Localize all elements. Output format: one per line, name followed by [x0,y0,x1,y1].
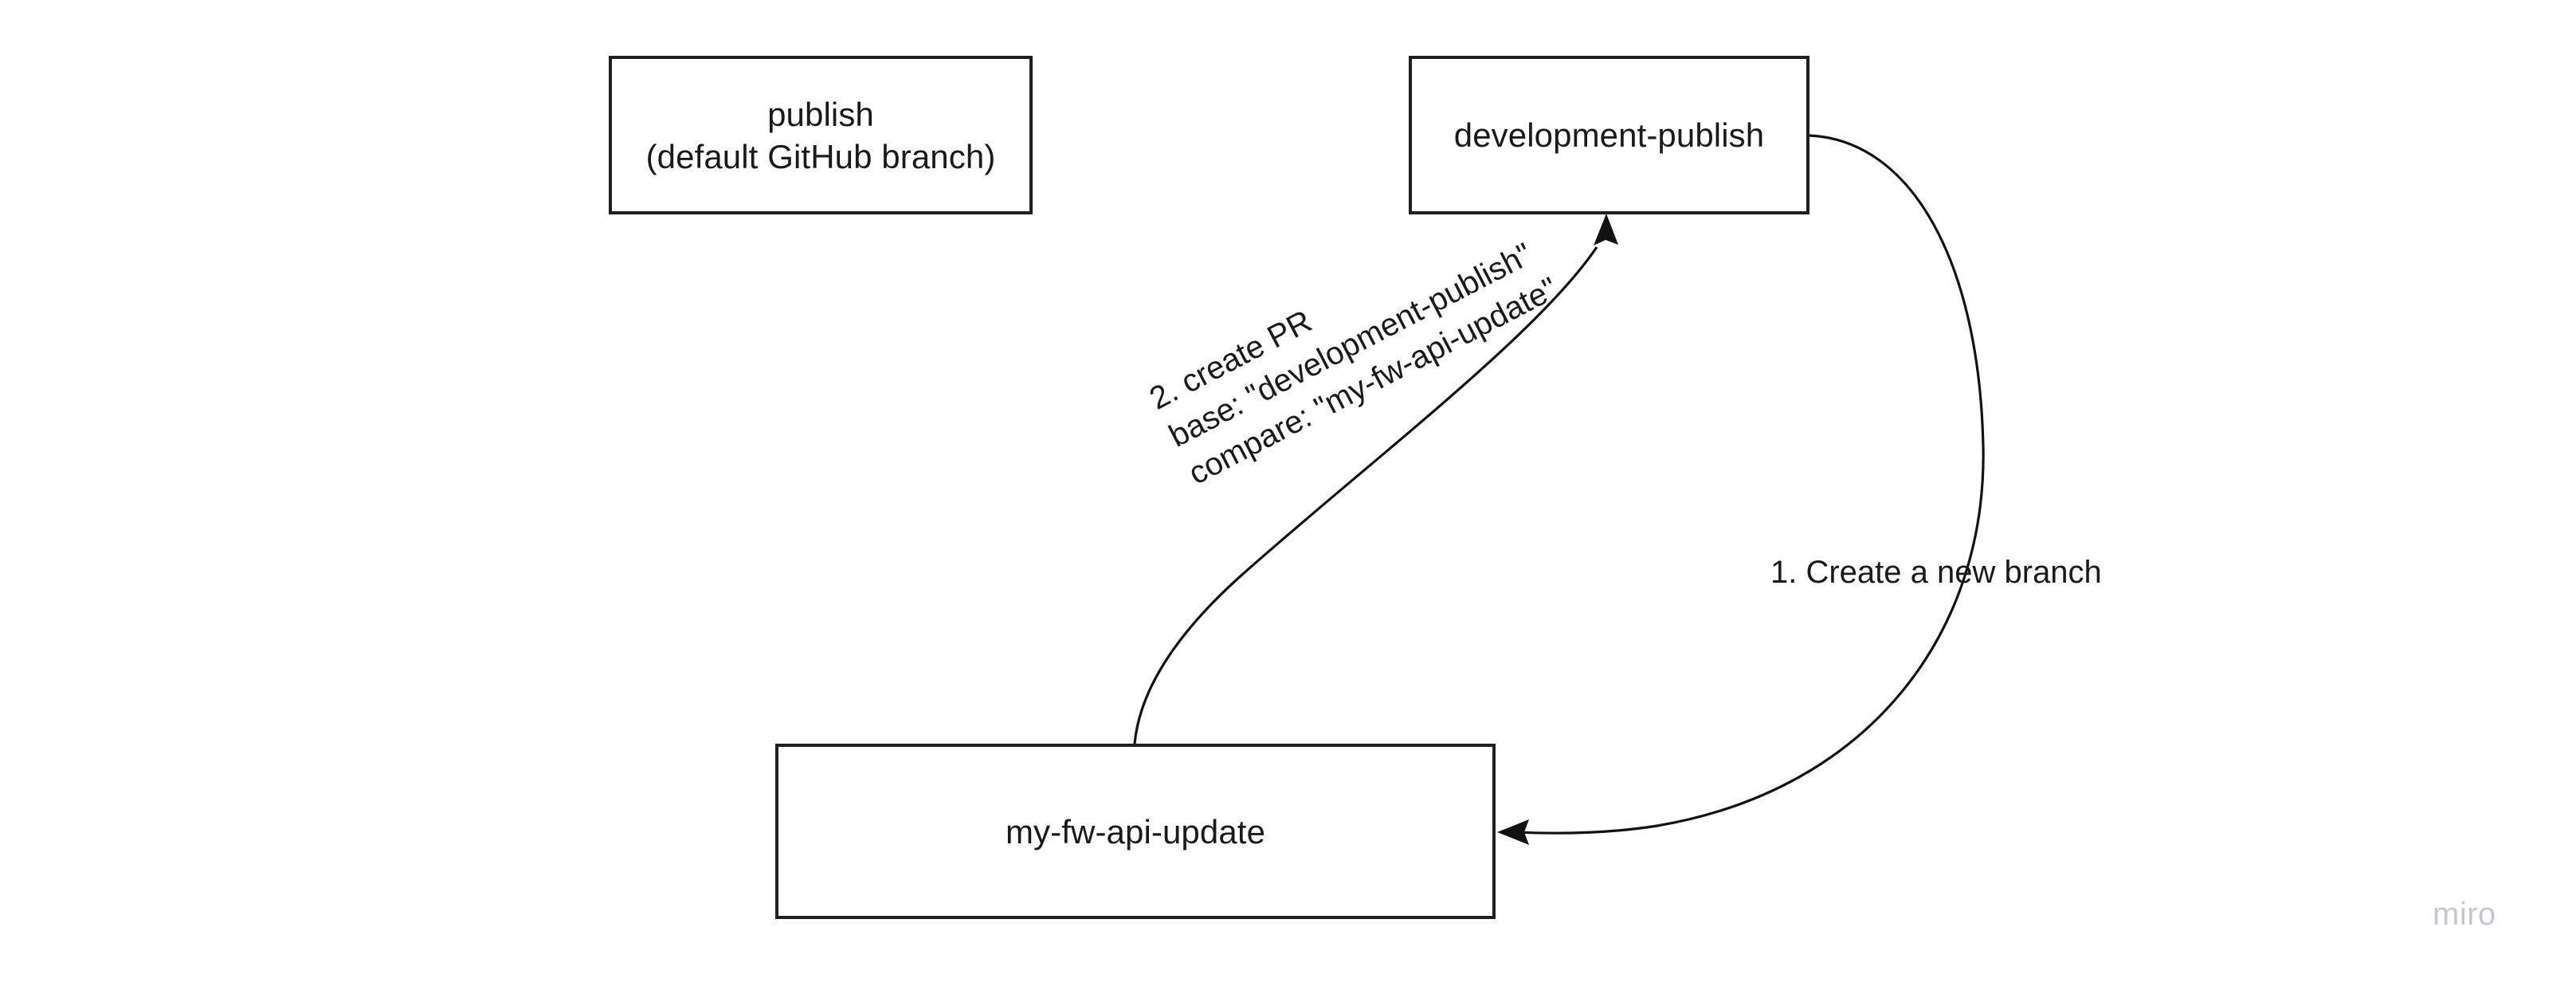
edge-label-create-pr[interactable]: 2. create PR base: "development-publish"… [1143,236,1564,492]
node-publish[interactable]: publish (default GitHub branch) [609,56,1033,214]
edge-label-create-branch[interactable]: 1. Create a new branch [1770,555,2102,590]
edge-create-branch-path [1514,134,1985,835]
node-my-fw-api-update[interactable]: my-fw-api-update [775,744,1496,919]
edge-create-branch[interactable] [1497,134,1985,845]
node-development-publish[interactable]: development-publish [1409,56,1809,214]
miro-watermark: miro [2433,897,2496,932]
edge-create-branch-arrowhead [1497,819,1529,845]
edge-create-pr-arrowhead [1594,214,1618,246]
